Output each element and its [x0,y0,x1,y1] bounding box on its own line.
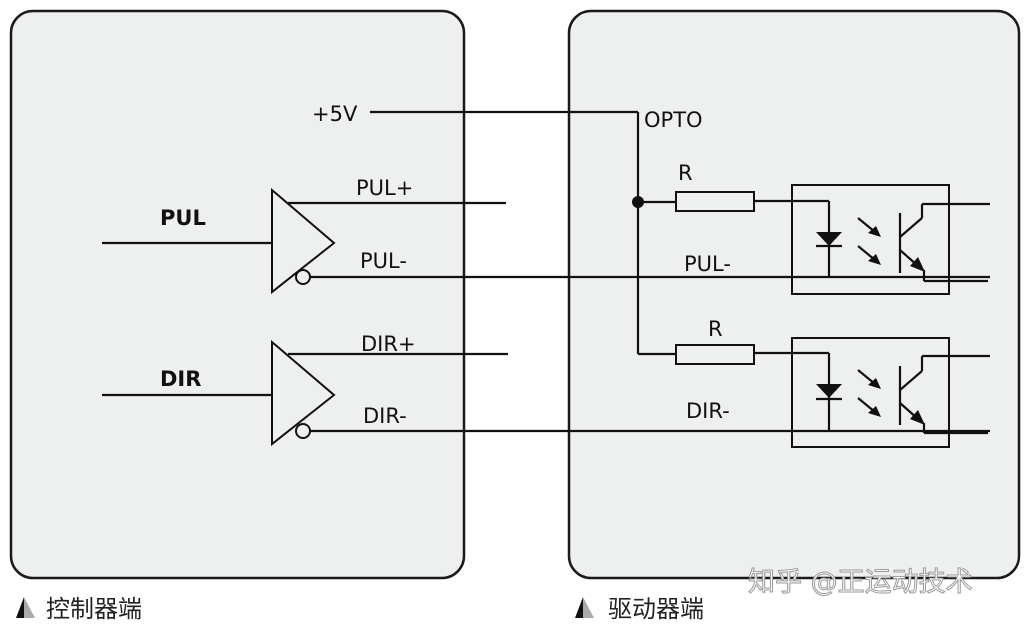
resistor-label: R [678,161,693,185]
driver-channel-pul [638,184,990,295]
resistor-label: R [708,317,723,341]
controller-channel-pul [102,187,990,295]
phototransistor-icon [898,202,990,283]
controller-panel [9,9,466,580]
driver-caption: 驱动器端 [608,595,704,623]
triangle-marker-icon [16,597,35,618]
pul-plus-label: PUL+ [356,176,413,200]
driver-channel-dir [638,337,990,448]
line-driver-symbol [271,339,336,447]
dir-plus-label: DIR+ [361,332,416,356]
driver-dir-minus-label: DIR- [686,399,730,423]
pul-input-label: PUL [160,206,206,230]
supply-wire [370,110,640,354]
light-arrows-icon [857,369,881,417]
optocoupler-box [791,337,950,448]
dir-minus-label: DIR- [363,404,407,428]
opto-label: OPTO [644,108,703,132]
controller-caption: 控制器端 [46,595,142,623]
optocoupler-box [791,184,950,295]
led-icon [816,384,842,398]
controller-channel-dir [102,339,990,447]
triangle-marker-icon [575,597,594,618]
watermark: 知乎 @正运动技术 [748,567,973,598]
light-arrows-icon [857,217,881,265]
driver-pul-minus-label: PUL- [684,252,731,276]
pul-minus-label: PUL- [360,249,407,273]
resistor [675,344,755,365]
supply-label: +5V [312,102,358,126]
phototransistor-icon [898,354,990,435]
dir-input-label: DIR [160,367,201,391]
line-driver-symbol [271,187,336,295]
resistor [675,191,755,212]
led-icon [816,232,842,246]
